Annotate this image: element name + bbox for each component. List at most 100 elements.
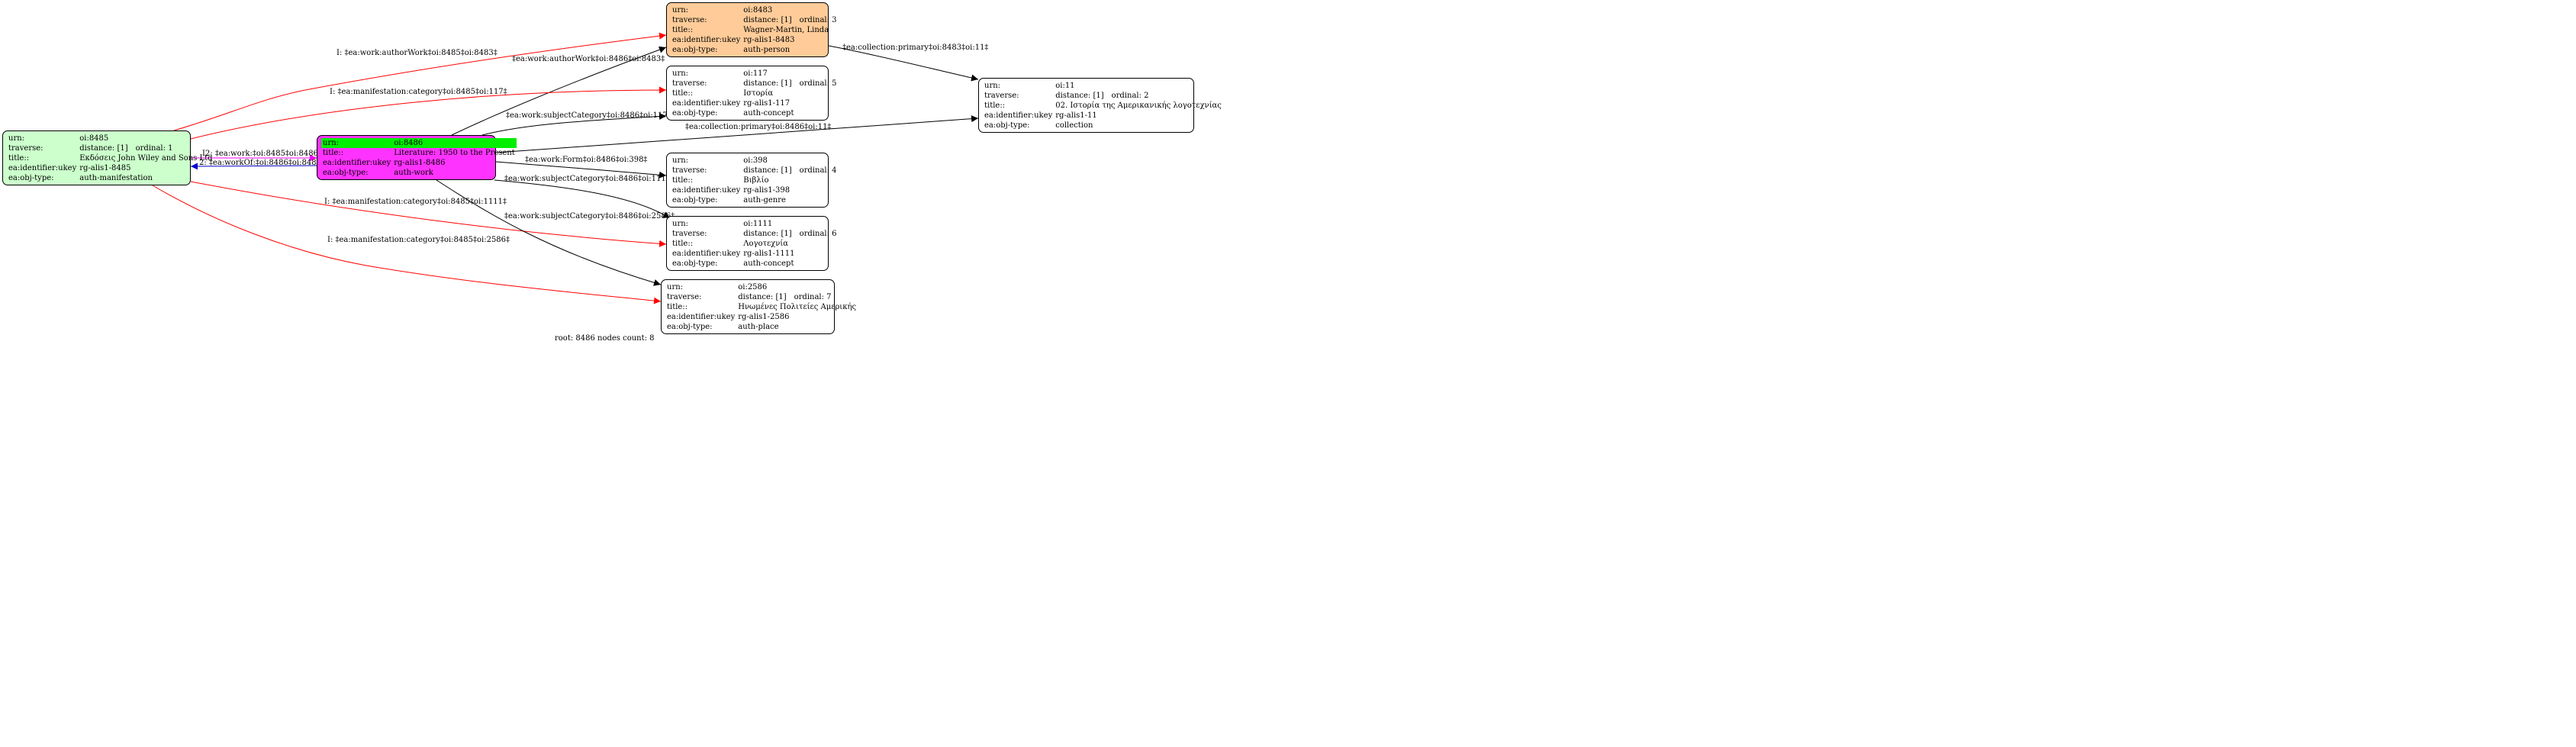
field-value: oi:8486 [392,138,517,148]
ordinal-value: ordinal: 6 [799,230,837,238]
field-label: ea:obj-type: [667,323,713,331]
node-fields: urn:oi:2586 traverse:distance: [1]ordina… [665,282,858,332]
edge-8486-subjectcategory-117 [481,113,667,136]
field-label: urn: [672,6,689,14]
edge-label: ‡ea:work:Form‡oi:8486‡oi:398‡ [525,156,648,164]
graph-node-398[interactable]: urn:oi:398 traverse:distance: [1]ordinal… [666,153,837,208]
graph-node-8483[interactable]: urn:oi:8483 traverse:distance: [1]ordina… [666,2,837,57]
field-label: ea:identifier:ukey [672,36,741,44]
field-value: rg-alis1-2586 [738,313,790,321]
field-label: ea:obj-type: [672,196,718,204]
graph-node-8485[interactable]: urn: oi:8485 traverse: distance: [1] ordina… [2,130,213,185]
ordinal-value: ordinal: 2 [1111,92,1149,100]
edge-label: I: ‡ea:manifestation:category‡oi:8485‡oi… [330,88,507,96]
ordinal-value: ordinal: 3 [799,16,837,24]
field-label: urn: [667,283,684,291]
field-value: rg-alis1-8485 [79,164,131,172]
edge-label: ‡ea:collection:primary‡oi:8483‡oi:11‡ [842,43,989,52]
field-value: auth-work [394,169,433,177]
distance-value: distance: [1] [743,166,792,175]
edge-label: I: ‡ea:manifestation:category‡oi:8485‡oi… [327,236,510,244]
field-value: Βιβλίο [743,176,769,185]
field-value: oi:8485 [79,134,109,143]
field-value: oi:117 [743,69,768,78]
field-label: traverse: [672,230,707,238]
edge-label: ‡ea:work:authorWork‡oi:8486‡oi:8483‡ [512,55,665,63]
edge-label: 2: ‡ea:workOf:‡oi:8486‡oi:8485‡ [199,159,325,167]
field-label: urn: [672,69,689,78]
field-label: urn: [8,134,25,143]
node-fields: urn: oi:117 traverse: distance: [1]ordinal… [671,69,839,118]
edge-8483-collection-11 [828,45,979,82]
field-label: ea:obj-type: [8,174,54,182]
field-value: Wagner-Martin, Linda [743,26,829,34]
field-label: traverse: [8,144,43,153]
field-value: distance: [1] ordinal: 4 [742,166,838,175]
field-label: traverse: [672,79,707,88]
edge-8486-collection-11 [495,115,979,153]
field-value: oi:8483 [743,6,773,14]
field-label: title:: [667,303,688,311]
edge-8486-form-398 [495,161,667,179]
field-label: urn: [984,82,1001,90]
field-value: rg-alis1-398 [743,186,791,195]
edge-8486-subjectcategory-1111 [494,179,671,219]
edge-label: ‡ea:work:subjectCategory‡oi:8486‡oi:117‡ [506,111,671,120]
edge-8486-subjectcategory-2586 [436,179,662,286]
edge-label: ‡ea:work:subjectCategory‡oi:8486‡oi:1111… [504,175,675,183]
graph-node-11[interactable]: urn:oi:11 traverse:distance: [1]ordinal:… [978,78,1222,133]
node-fields: urn:oi:8486 title::Literature: 1950 to t… [321,138,517,178]
field-label: traverse: [984,92,1019,100]
distance-value: distance: [1] [79,144,128,153]
field-value: auth-place [738,323,779,331]
field-label: title:: [8,154,30,163]
field-label: title:: [672,176,694,185]
field-label: ea:identifier:ukey [323,159,391,167]
distance-value: distance: [1] [738,293,787,301]
field-value: auth-genre [743,196,786,204]
field-label: urn: [321,138,393,148]
node-fields: urn:oi:398 traverse:distance: [1]ordinal… [671,156,839,205]
edge-layer [152,32,979,304]
field-value: rg-alis1-1111 [743,250,795,258]
edge-8485-authorwork-8483 [173,32,667,131]
field-value: distance: [1] ordinal: 1 [78,143,214,153]
graph-node-2586[interactable]: urn:oi:2586 traverse:distance: [1]ordina… [661,279,856,334]
edge-label: I2: ‡ea:work:‡oi:8485‡oi:8486‡ [202,150,322,158]
field-value: oi:398 [743,156,768,165]
edge-8485-category-117 [190,86,667,140]
field-label: ea:obj-type: [672,259,718,268]
field-label: title:: [672,240,694,248]
field-value: distance: [1]ordinal: 3 [742,15,838,25]
distance-value: distance: [1] [743,230,792,238]
field-label: ea:identifier:ukey [672,99,741,108]
field-value: Λογοτεχνία [743,240,788,248]
graph-node-1111[interactable]: urn:oi:1111 traverse:distance: [1]ordina… [666,216,837,271]
field-label: title:: [672,26,694,34]
graph-node-8486-root[interactable]: urn:oi:8486 title::Literature: 1950 to t… [317,135,517,180]
field-value: distance: [1]ordinal: 5 [742,79,838,89]
field-value: auth-manifestation [79,174,153,182]
field-label: ea:obj-type: [984,121,1030,130]
field-label: title:: [672,89,694,98]
ordinal-value: ordinal: 4 [799,166,837,175]
field-value: Ιστορία [743,89,774,98]
field-label: ea:identifier:ukey [8,164,77,172]
ordinal-value: ordinal: 1 [135,144,173,153]
field-label: ea:obj-type: [323,169,369,177]
graph-node-117[interactable]: urn: oi:117 traverse: distance: [1]ordinal… [666,66,837,121]
edge-8486-authorwork-8483 [451,46,667,136]
field-value: oi:11 [1055,82,1075,90]
edge-label: I: ‡ea:work:authorWork‡oi:8485‡oi:8483‡ [336,49,497,57]
field-label: ea:obj-type: [672,109,718,118]
field-value: auth-concept [743,259,794,268]
field-label: ea:identifier:ukey [984,111,1053,120]
edge-label: ‡ea:work:subjectCategory‡oi:8486‡oi:2586… [504,212,675,221]
field-value: collection [1055,121,1093,130]
field-value: oi:2586 [738,283,768,291]
field-value: Εκδόσεις John Wiley and Sons Ltd [79,154,213,163]
field-value: distance: [1] ordinal: 6 [742,229,838,239]
field-value: oi:1111 [743,220,773,228]
distance-value: distance: [1] [743,79,792,88]
edge-8485-category-1111 [190,181,667,247]
